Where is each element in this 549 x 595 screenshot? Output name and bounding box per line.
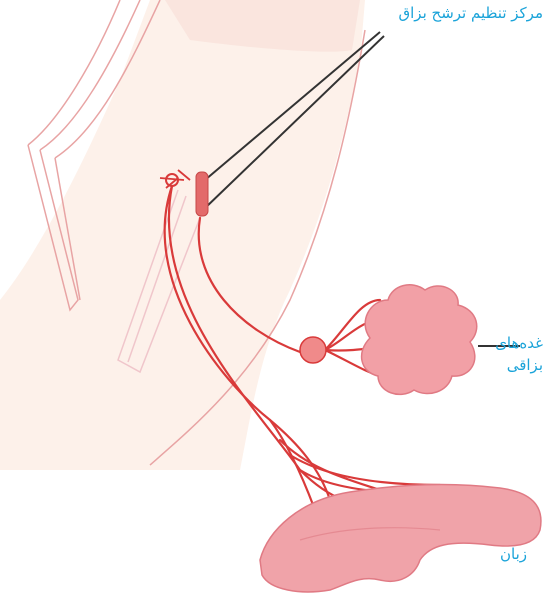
salivation-center-marker [196,172,208,216]
head-silhouette [0,0,365,470]
otic-ganglion [300,337,326,363]
tongue-label: زبان [500,545,527,565]
tongue [260,485,541,592]
salivary-glands-label-line1: غده‌های [495,334,543,354]
salivary-gland [362,285,477,395]
salivary-glands-label-line2: بزاقی [507,356,543,376]
salivation-center-label: مرکز تنظیم ترشح بزاق [398,4,543,24]
